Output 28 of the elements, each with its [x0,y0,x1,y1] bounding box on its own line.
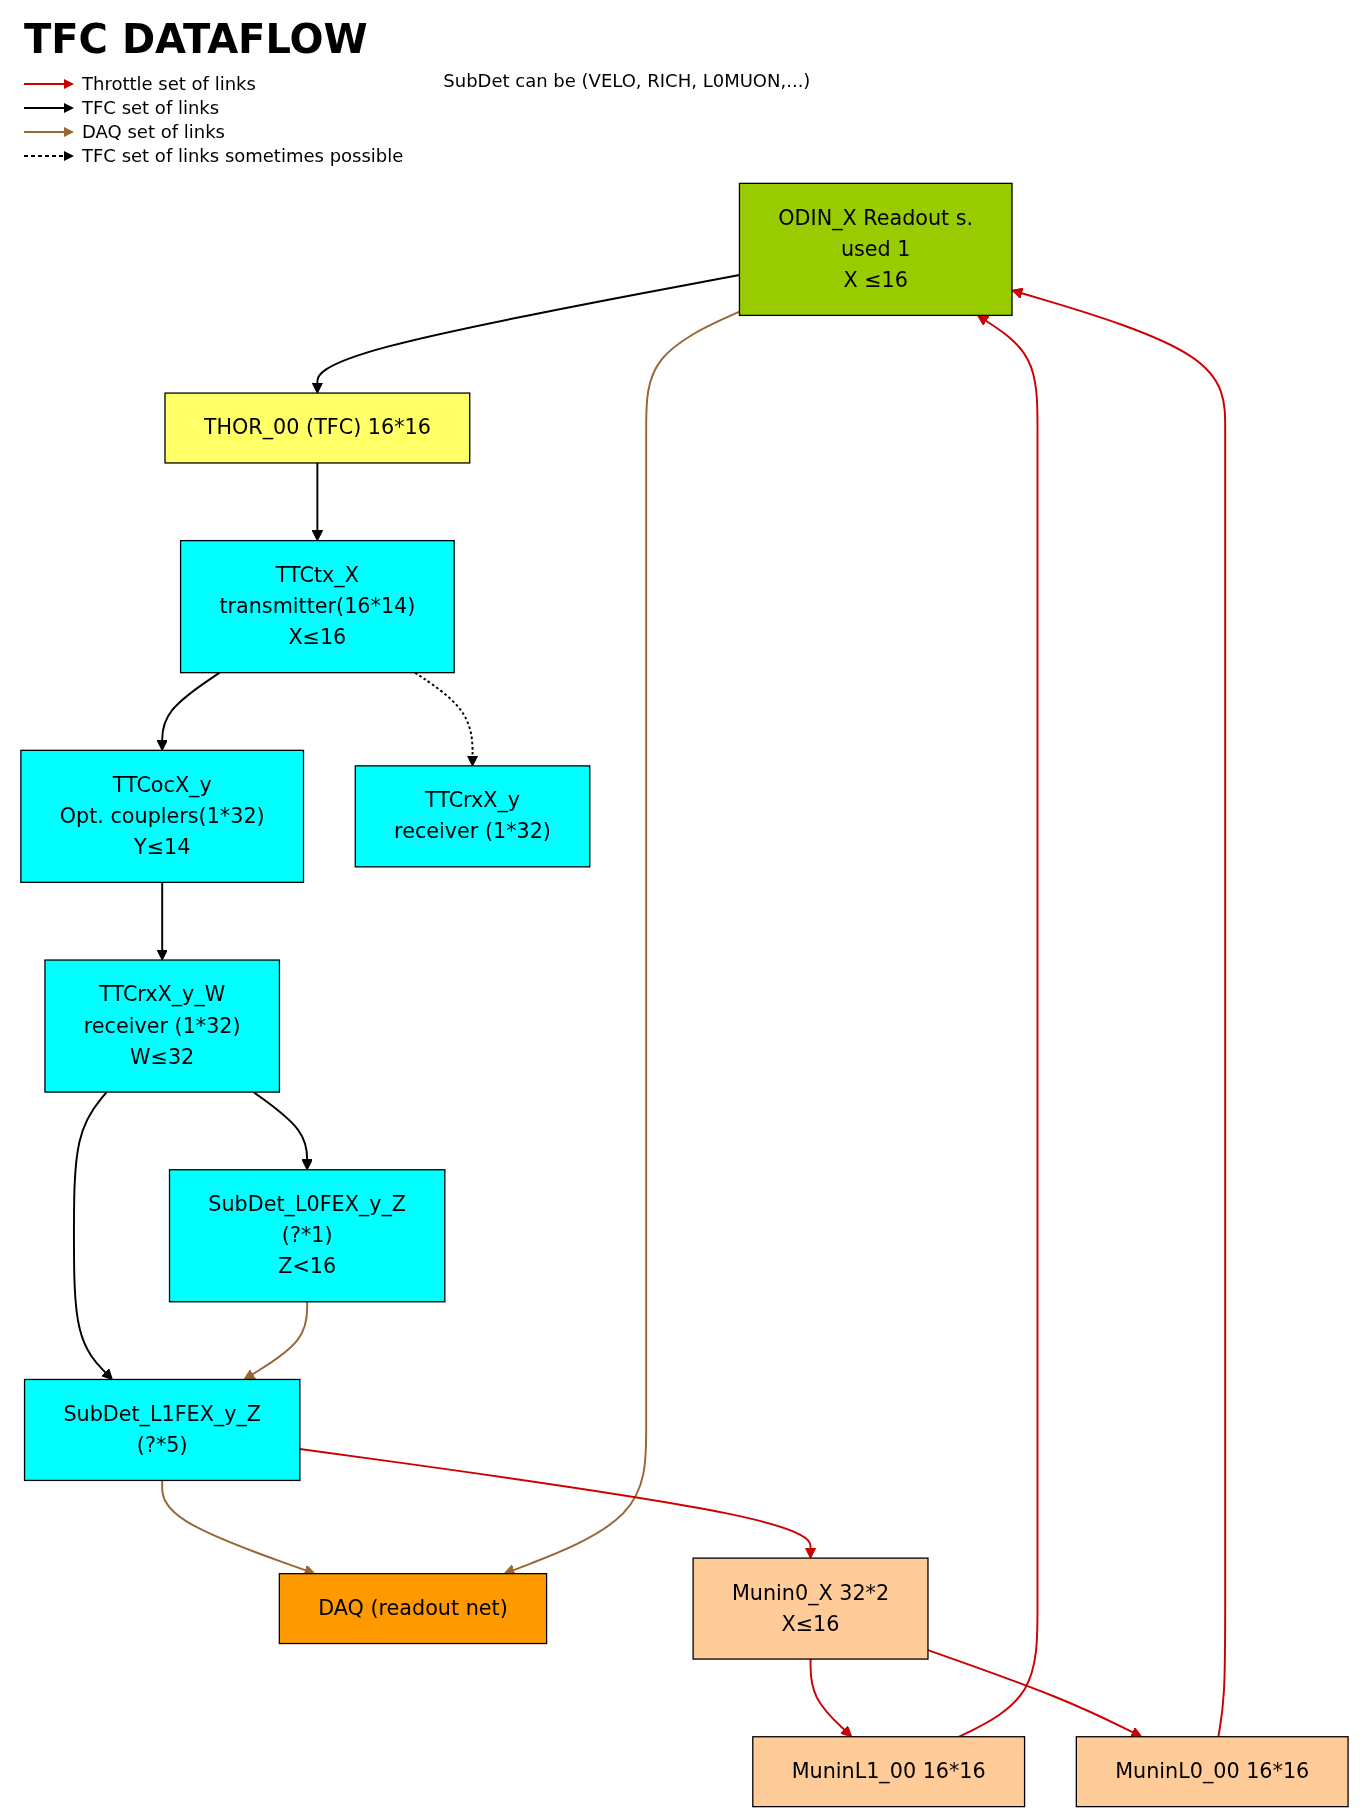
arrow [311,462,324,542]
node-box: MuninL1_00 16*16 [752,1736,1026,1808]
node-box: THOR_00 (TFC) 16*16 [164,392,471,464]
arrow [156,881,168,961]
node-box: TTCrxX_y receiver (1*32) [354,765,591,868]
legend-text: TFC set of links sometimes possible [82,145,404,166]
node-box: MuninL0_00 16*16 [1075,1736,1349,1808]
arrow [414,671,479,767]
node-box: ODIN_X Readout s. used 1 X ≤16 [738,182,1013,317]
node-box: TTCocX_y Opt. couplers(1*32) Y≤14 [20,749,305,884]
legend-text: TFC set of links [82,97,220,118]
note: SubDet can be (VELO, RICH, L0MUON,...) [443,70,811,91]
arrow [809,1658,853,1738]
node-box: SubDet_L1FEX_y_Z (?*5) [23,1378,301,1482]
diagram-title: TFC DATAFLOW [24,16,369,62]
arrow [958,314,1039,1738]
legend-text: DAQ set of links [82,121,225,142]
node-box: Munin0_X 32*2 X≤16 [692,1557,929,1660]
arrow [73,1091,113,1380]
arrow [156,671,221,751]
node-box: TTCtx_X transmitter(16*14) X≤16 [179,540,455,674]
arrow [927,1649,1143,1738]
node-box: TTCrxX_y_W receiver (1*32) W≤32 [44,959,281,1093]
node-box: DAQ (readout net) [278,1573,548,1645]
arrow [243,1300,309,1380]
legend-text: Throttle set of links [82,73,256,94]
node-box: SubDet_L0FEX_y_Z (?*1) Z<16 [168,1169,446,1303]
arrow [252,1091,313,1171]
